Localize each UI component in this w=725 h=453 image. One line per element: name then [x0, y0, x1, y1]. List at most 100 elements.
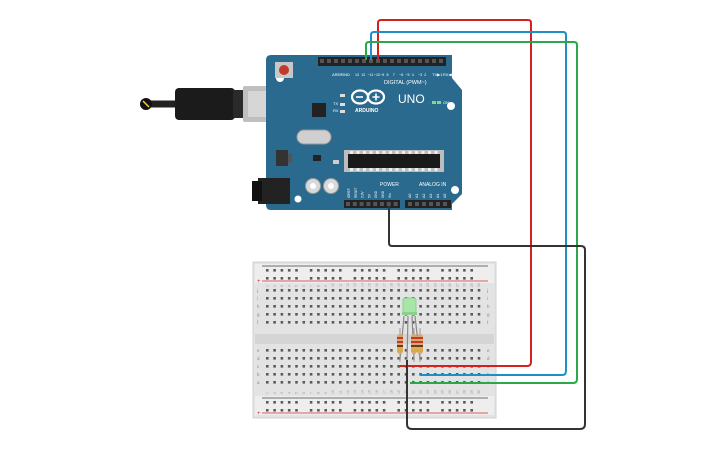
- svg-text:TX: TX: [333, 101, 338, 106]
- power-pin-label: 3.3V: [361, 191, 365, 198]
- column-number: 19: [397, 283, 401, 287]
- power-pin-label: IOREF: [347, 188, 351, 198]
- column-number: 23: [426, 390, 430, 394]
- rail-plus-label: +: [257, 411, 261, 417]
- analog-pin-label: A4: [436, 194, 440, 198]
- row-letter: i: [257, 296, 258, 301]
- pin-hole: [390, 59, 394, 63]
- column-number: 21: [412, 390, 416, 394]
- column-number: 11: [339, 390, 343, 394]
- analog-label: ANALOG IN: [419, 182, 447, 188]
- resistor[interactable]: [397, 328, 403, 362]
- column-number: 9: [324, 392, 328, 394]
- row-letter: g: [487, 312, 490, 317]
- row-letter: h: [257, 304, 260, 309]
- pin-hole: [346, 202, 350, 206]
- pin-hole: [380, 202, 384, 206]
- column-number: 28: [463, 283, 467, 287]
- row-letter: j: [486, 288, 488, 293]
- analog-header[interactable]: [405, 200, 451, 208]
- pin-hole: [429, 202, 433, 206]
- column-number: 16: [375, 283, 379, 287]
- analog-pin-label: A3: [429, 194, 433, 198]
- blue-wire[interactable]: [370, 31, 567, 376]
- pin-hole: [366, 202, 371, 206]
- row-letter: b: [257, 372, 260, 377]
- digital-pin-label: ~10: [374, 73, 380, 77]
- column-number: 20: [404, 283, 408, 287]
- pin-hole: [348, 59, 352, 63]
- row-letter: i: [487, 296, 488, 301]
- atmega-chip: [344, 150, 444, 172]
- column-number: 5: [295, 392, 299, 394]
- column-number: 11: [339, 283, 343, 287]
- column-number: 26: [448, 283, 452, 287]
- pin-hole: [415, 202, 419, 206]
- pin-hole: [373, 202, 378, 206]
- digital-pin-label: ~9: [380, 73, 384, 77]
- column-number: 14: [360, 390, 364, 394]
- column-number: 19: [397, 390, 401, 394]
- row-letter: j: [256, 288, 258, 293]
- pin-hole: [439, 59, 443, 63]
- usb-chip: [312, 103, 326, 117]
- digital-pin-label: 12: [361, 73, 365, 77]
- bottom-power-rail: [255, 396, 494, 415]
- bottom-pin-holes: [346, 202, 447, 206]
- top-power-rail: [255, 264, 494, 283]
- column-number: 8: [317, 392, 321, 394]
- column-number: 10: [331, 283, 335, 287]
- column-number: 25: [441, 283, 445, 287]
- digital-pin-label: 4: [412, 73, 414, 77]
- column-number: 8: [317, 285, 321, 287]
- column-number: 27: [455, 390, 459, 394]
- column-number: 14: [360, 283, 364, 287]
- tx-rx-leds: TX RX: [333, 94, 345, 113]
- column-number: 22: [419, 283, 423, 287]
- column-number: 30: [477, 283, 481, 287]
- black-wire[interactable]: [388, 206, 586, 430]
- column-number: 27: [455, 283, 459, 287]
- pin-hole: [320, 59, 324, 63]
- column-number: 16: [375, 390, 379, 394]
- column-number: 23: [426, 283, 430, 287]
- usb-cable[interactable]: [140, 86, 285, 122]
- column-number: 3: [280, 285, 284, 287]
- analog-pin-label: A2: [422, 194, 426, 198]
- pin-hole: [418, 59, 422, 63]
- column-number: 6: [302, 392, 306, 394]
- row-letter: f: [257, 320, 259, 325]
- crystal: [296, 129, 332, 145]
- pin-hole: [334, 59, 338, 63]
- resistor[interactable]: [411, 328, 417, 362]
- power-jack[interactable]: [252, 178, 290, 204]
- capacitors: [305, 178, 339, 194]
- reset-button[interactable]: [275, 62, 293, 78]
- digital-header[interactable]: [318, 57, 446, 66]
- column-number: 18: [390, 283, 394, 287]
- mount-hole: [447, 102, 455, 110]
- resistor[interactable]: [417, 328, 423, 362]
- column-number: 15: [368, 390, 372, 394]
- pin-hole: [359, 202, 364, 206]
- green-wire[interactable]: [365, 41, 578, 384]
- digital-pin-holes: [320, 59, 443, 63]
- brand-label: ARDUINO: [355, 108, 378, 114]
- column-number: 28: [463, 390, 467, 394]
- tx-pin-label: TX▶1: [432, 72, 443, 77]
- power-header[interactable]: [344, 200, 400, 208]
- pin-hole: [408, 202, 412, 206]
- column-number: 2: [273, 285, 277, 287]
- column-number: 12: [346, 283, 350, 287]
- rx-pin-label: RX◀0: [443, 72, 455, 77]
- pin-hole: [327, 59, 331, 63]
- pin-hole: [393, 202, 398, 206]
- red-wire[interactable]: [377, 19, 532, 367]
- svg-text:RX: RX: [333, 108, 339, 113]
- power-pin-label: 5V: [367, 193, 371, 198]
- mount-hole: [451, 186, 459, 194]
